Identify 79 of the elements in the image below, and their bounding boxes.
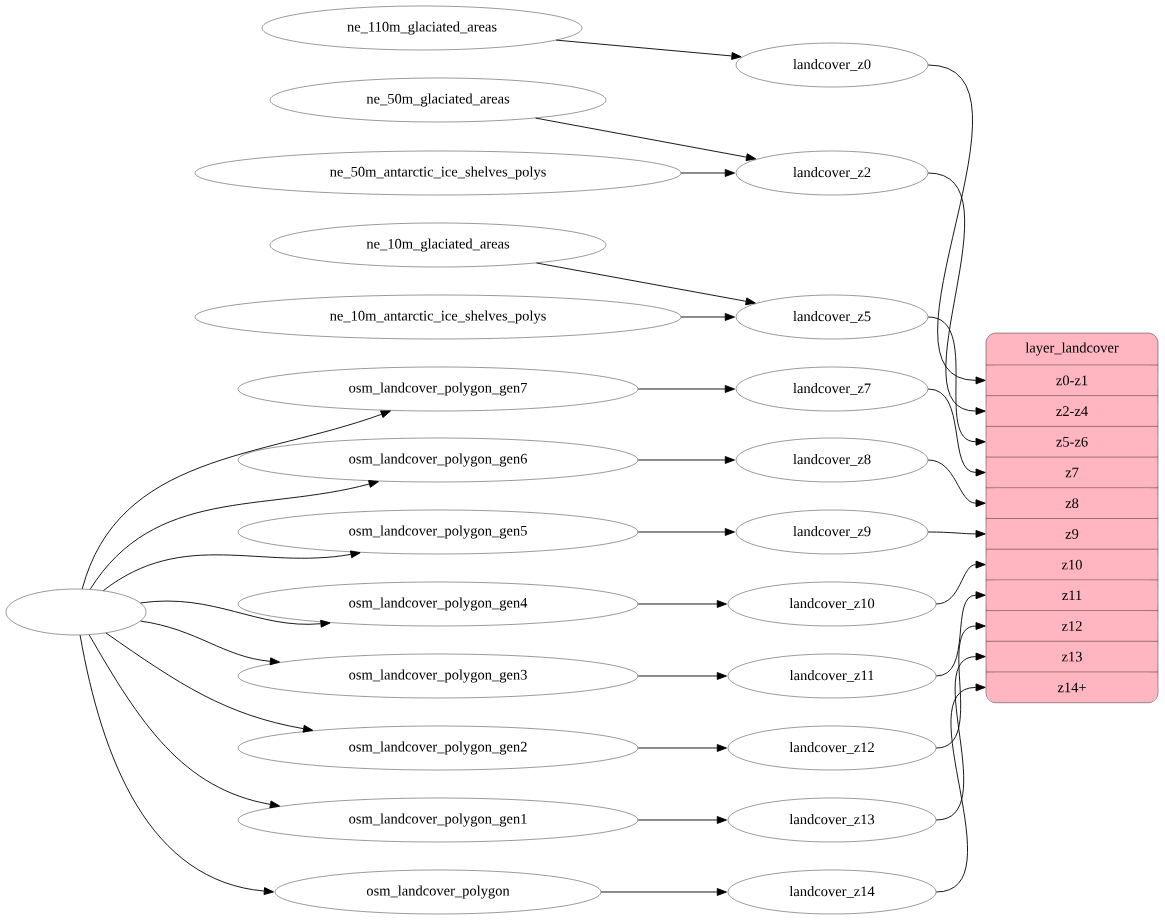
node-label: z7 [1065,467,1079,478]
arrow [79,634,274,895]
arrow [935,591,986,677]
arrow [927,388,986,477]
record-field: z2-z4 [986,396,1158,426]
ellipse-node: landcover_z0 [735,42,929,88]
ellipse-node: landcover_z12 [727,725,937,771]
arrow [555,39,742,60]
ellipse-node: ne_110m_glaciated_areas [261,5,583,51]
arrow [105,632,314,733]
ellipse-node [5,588,147,636]
record-field: z9 [986,519,1158,549]
arrow [935,683,986,893]
arrow [927,529,986,538]
ellipse-node: osm_landcover_polygon_gen1 [237,797,639,843]
ellipse-node: landcover_z11 [727,653,937,699]
node-label: z9 [1065,529,1079,539]
node-label: z13 [1061,651,1082,662]
arrow [927,459,986,508]
ellipse-node: landcover_z10 [727,581,937,627]
ellipse-node: landcover_z9 [735,509,929,555]
ellipse-node: landcover_z2 [735,150,929,196]
node-label: z8 [1065,498,1079,509]
ellipse-node: landcover_z8 [735,437,929,483]
node-label: z2-z4 [1056,406,1088,416]
ellipse-node: landcover_z14 [727,869,937,915]
record-field: z5-z6 [986,427,1158,457]
ellipse-node: osm_landcover_polygon [274,869,602,915]
arrow [637,600,727,608]
arrow [140,620,280,666]
ellipse-node: osm_landcover_polygon_gen2 [237,725,639,771]
node-label: z14+ [1057,682,1086,693]
arrow [89,480,379,590]
node-label: z12 [1061,621,1082,631]
arrow [680,169,735,177]
ellipse-node: osm_landcover_polygon_gen6 [237,437,639,483]
ellipse-node: osm_landcover_polygon_gen5 [237,509,639,555]
arrow [637,528,735,536]
arrow [600,888,727,896]
node-label: z0-z1 [1056,375,1088,386]
arrow [680,313,735,321]
record-field: z10 [986,550,1158,580]
arrow [637,672,727,680]
record-field: z11 [986,580,1158,610]
arrow [81,410,391,590]
arrow [927,316,986,446]
ellipse-node: landcover_z5 [735,294,929,340]
ellipse-node: ne_10m_glaciated_areas [269,222,607,268]
arrow [927,64,986,385]
arrow [88,634,280,809]
arrow [637,385,735,393]
ellipse-node: ne_50m_glaciated_areas [269,77,607,123]
ellipse-node: landcover_z7 [735,366,929,412]
node-label: z5-z6 [1056,436,1088,447]
record-field: z14+ [986,672,1158,702]
arrow [637,816,727,824]
arrow [637,456,735,464]
node-label: z10 [1061,559,1082,570]
arrow [935,622,986,749]
record-field: z13 [986,642,1158,672]
arrow [535,117,757,162]
ellipse-node: ne_10m_antarctic_ice_shelves_polys [194,294,682,340]
node-label: z11 [1062,590,1082,600]
record-field: z12 [986,611,1158,641]
record-field: z0-z1 [986,365,1158,395]
ellipse-node: osm_landcover_polygon_gen4 [237,581,639,627]
record-field: z7 [986,457,1158,488]
arrow [927,172,986,415]
ellipse-node: osm_landcover_polygon_gen7 [237,366,639,412]
ellipse-node: ne_50m_antarctic_ice_shelves_polys [194,150,682,196]
ellipse-node: osm_landcover_polygon_gen3 [237,653,639,699]
arrow [140,600,331,628]
ellipse-node: landcover_z13 [727,797,937,843]
arrow [637,744,727,752]
arrow [935,560,986,605]
arrow [935,652,986,821]
arrow [102,550,361,592]
record-field: z8 [986,488,1158,518]
arrow [536,262,756,306]
